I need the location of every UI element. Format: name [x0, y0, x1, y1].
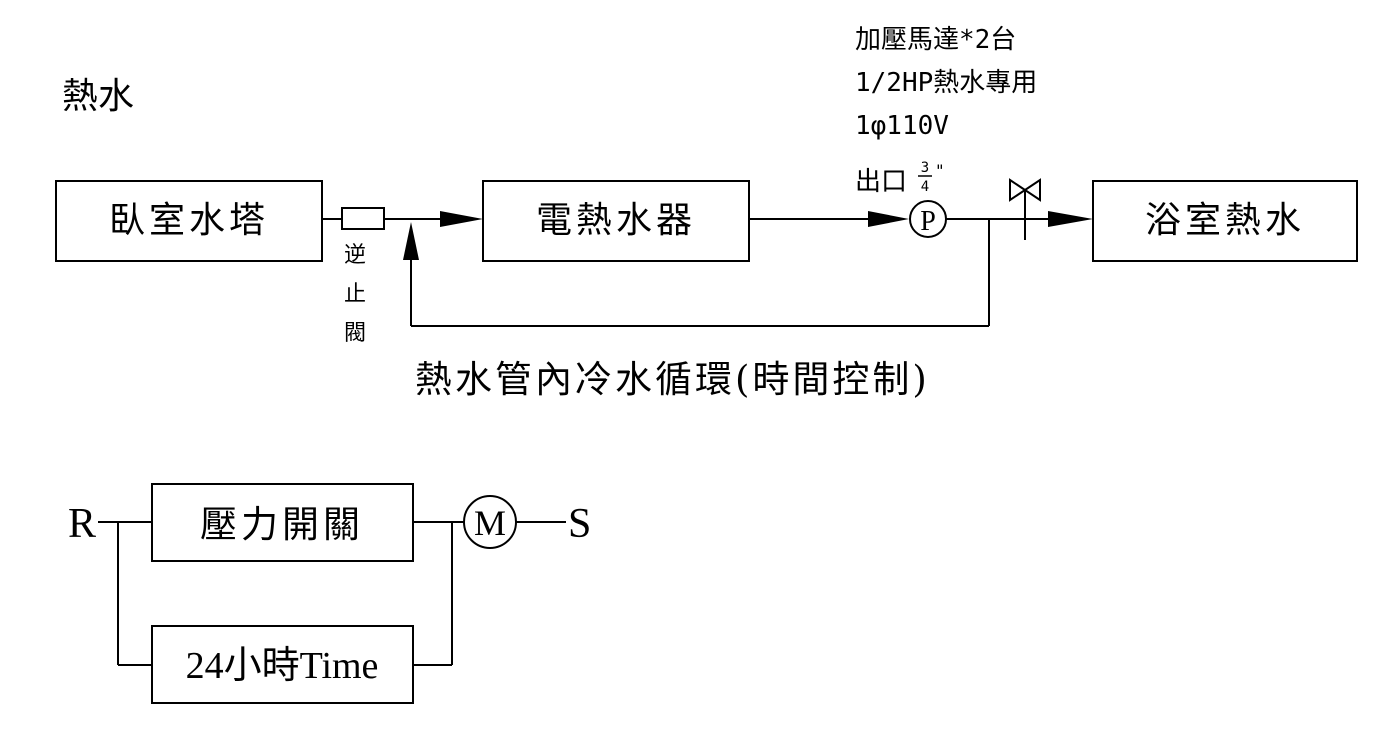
- pump-outlet-unit: ": [935, 161, 945, 180]
- pump-outlet-fraction-denominator: 4: [921, 179, 929, 195]
- pump-letter: P: [920, 206, 936, 237]
- pump-outlet-label: 出口: [855, 167, 907, 197]
- return-arrow: [403, 222, 419, 260]
- bathroom-hot-water-box: [1092, 180, 1358, 262]
- electric-water-heater-label: 電熱水器: [536, 200, 696, 241]
- r-terminal-label: R: [68, 501, 96, 547]
- bedroom-water-tower-box: [55, 180, 323, 262]
- circulation-caption: 熱水管內冷水循環(時間控制): [415, 358, 930, 401]
- s-terminal-label: S: [568, 501, 591, 547]
- section-title: 熱水: [62, 76, 134, 117]
- pump-note-line-1: 加壓馬達*2台: [855, 25, 1016, 55]
- pump-note-line-3: 1φ110V: [855, 111, 949, 141]
- flow-arrow: [1048, 211, 1093, 227]
- timer-label: 24小時Time: [186, 645, 379, 687]
- check-valve-label-2: 止: [344, 282, 366, 307]
- gate-valve-icon: [1009, 178, 1041, 202]
- flow-arrow: [440, 211, 483, 227]
- check-valve-label-3: 閥: [344, 321, 366, 346]
- pressure-switch-label: 壓力開關: [200, 503, 364, 546]
- electric-water-heater-box: [482, 180, 750, 262]
- pump-note-line-2: 1/2HP熱水專用: [855, 68, 1037, 98]
- motor-letter: M: [474, 503, 506, 543]
- check-valve-symbol: [341, 207, 385, 230]
- bedroom-water-tower-label: 臥室水塔: [109, 200, 269, 241]
- pump-outlet-fraction-numerator: 3: [921, 160, 929, 176]
- timer-box: [151, 625, 414, 704]
- flow-arrow: [868, 211, 909, 227]
- check-valve-label-1: 逆: [344, 243, 366, 268]
- bathroom-hot-water-label: 浴室熱水: [1145, 200, 1305, 241]
